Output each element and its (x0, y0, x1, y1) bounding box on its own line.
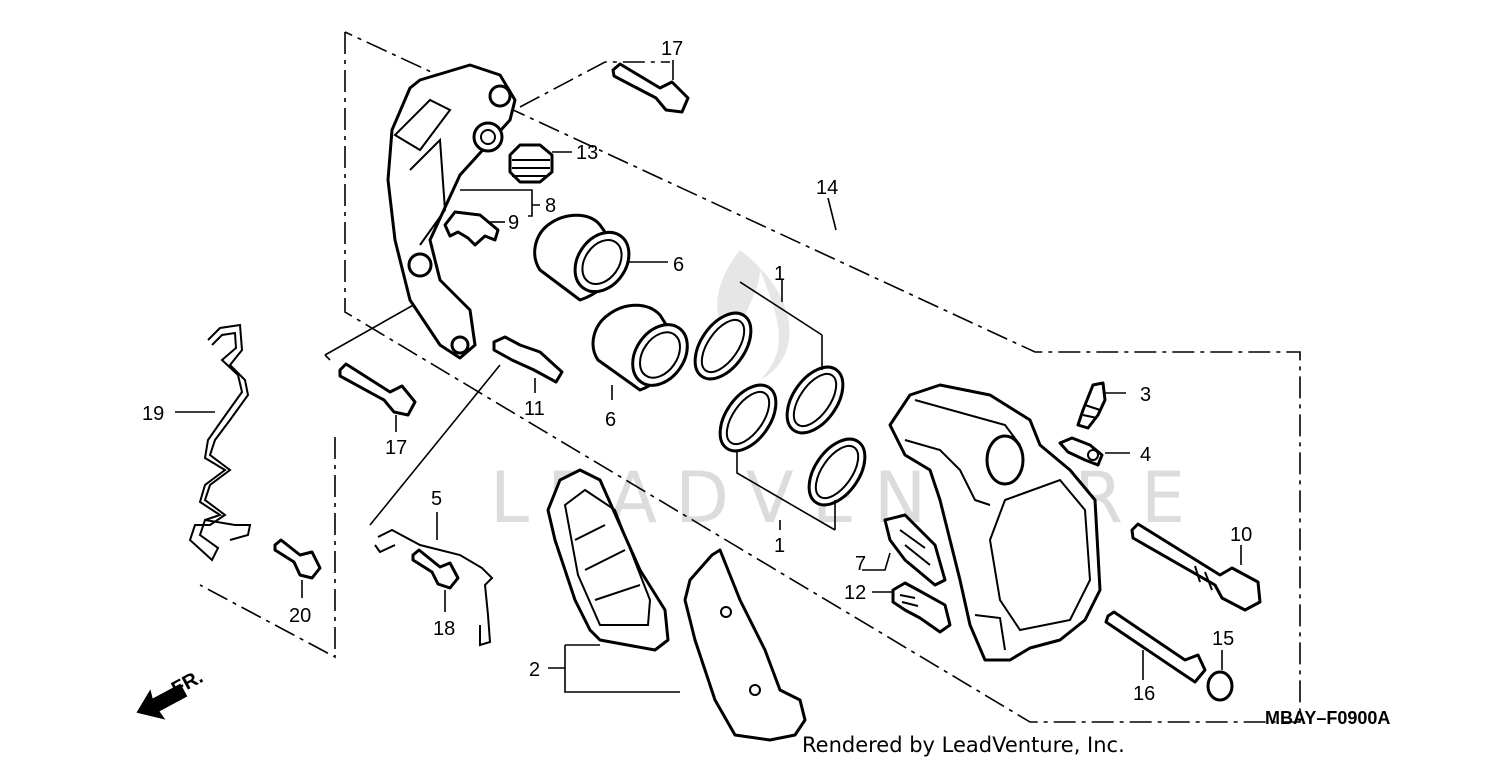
callout-6-lower: 6 (605, 409, 616, 431)
part-17-bolt-lower (338, 362, 417, 417)
part-16-pin (1104, 610, 1207, 684)
callout-2: 2 (529, 659, 540, 681)
front-arrow-icon (136, 683, 188, 720)
part-1-seals (693, 311, 867, 507)
render-credit: Rendered by LeadVenture, Inc. (802, 733, 1125, 757)
callout-17-upper: 17 (661, 38, 683, 60)
part-12-bolt (891, 581, 952, 634)
assembly-outlines (199, 31, 1301, 723)
callout-9: 9 (508, 212, 519, 234)
callout-16: 16 (1133, 683, 1155, 705)
part-2-pad-rear (683, 548, 807, 742)
part-15-plug (1206, 670, 1234, 702)
part-18-bolt (411, 548, 460, 590)
assembly-2-outline (199, 437, 336, 659)
part-11-slide-pin (492, 335, 564, 384)
part-13-boot (508, 143, 554, 184)
caliper-bracket (386, 63, 517, 360)
callout-18: 18 (433, 618, 455, 640)
callout-4: 4 (1140, 444, 1151, 466)
part-9-clip (443, 210, 500, 247)
callout-14: 14 (816, 177, 838, 199)
callout-1-upper: 1 (774, 263, 785, 285)
part-3-bleeder (1076, 381, 1107, 430)
part-5-retainer-wire (374, 528, 494, 647)
part-20-bolt (273, 538, 322, 580)
callout-20: 20 (289, 605, 311, 627)
part-17-bolt-upper (611, 62, 690, 114)
part-10-pin-bolt (1130, 522, 1262, 612)
part-2-pad-front (546, 468, 670, 652)
callout-1-lower: 1 (774, 535, 785, 557)
front-direction-indicator: FR. (136, 666, 207, 720)
diagram-part-code: MBAY–F0900A (1265, 708, 1390, 728)
callout-15: 15 (1212, 628, 1234, 650)
part-19-wire-clamp (188, 323, 252, 562)
part-7-shim (883, 513, 947, 587)
callout-5: 5 (431, 488, 442, 510)
callout-labels: 1 1 2 3 4 5 6 6 7 8 9 10 11 12 13 14 15 … (142, 38, 1252, 705)
callout-6-upper: 6 (673, 254, 684, 276)
callout-12: 12 (844, 582, 866, 604)
callout-8: 8 (545, 195, 556, 217)
callout-7: 7 (855, 553, 866, 575)
callout-19: 19 (142, 403, 164, 425)
assembly-14-outline (344, 31, 1301, 723)
callout-17-lower: 17 (385, 437, 407, 459)
callout-13: 13 (576, 142, 598, 164)
caliper-body (888, 383, 1102, 662)
callout-10: 10 (1230, 524, 1252, 546)
callout-11: 11 (524, 398, 545, 420)
assembly-17-bracket (519, 61, 670, 108)
callout-3: 3 (1140, 384, 1151, 406)
part-4-cap (1058, 436, 1104, 467)
part-6-pistons (533, 213, 689, 392)
leader-lines (175, 60, 1242, 693)
